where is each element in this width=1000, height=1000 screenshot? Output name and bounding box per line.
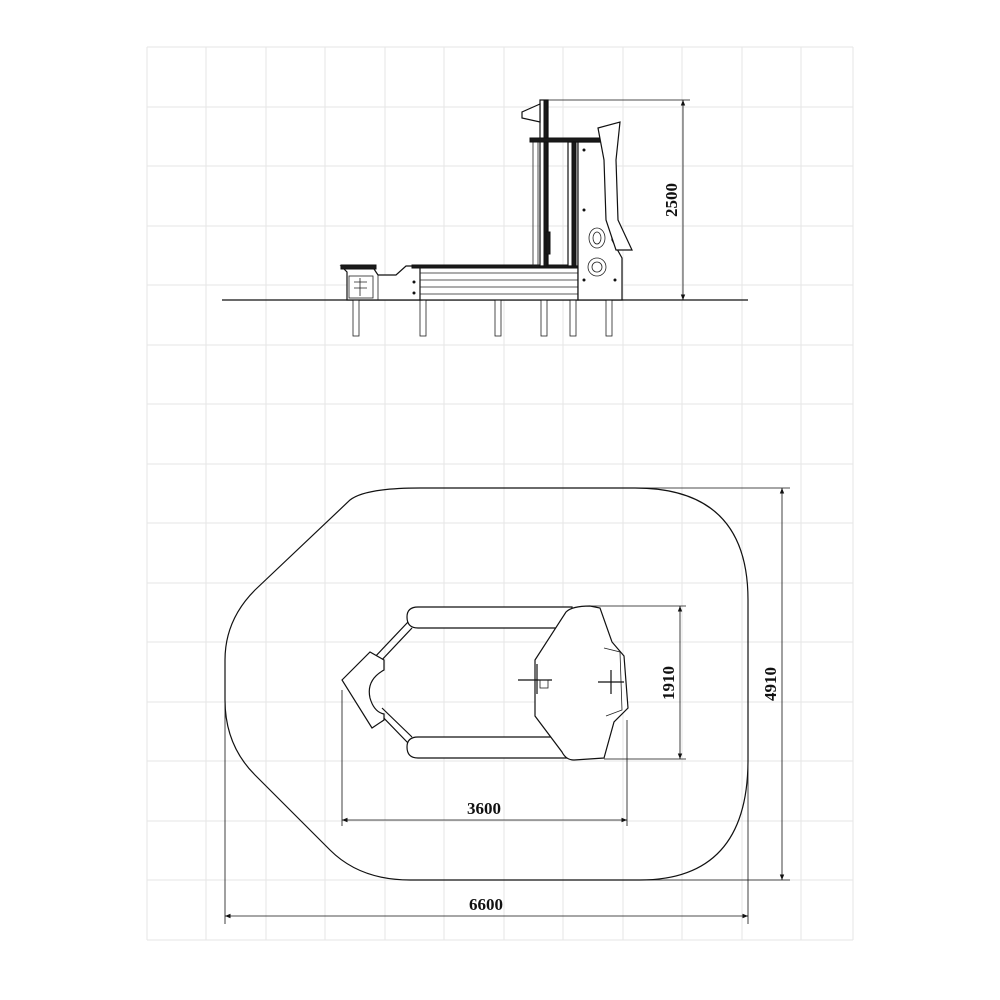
side-elevation: 2500 bbox=[222, 99, 748, 337]
cabin-tower bbox=[529, 121, 633, 301]
outer-width-label: 6600 bbox=[469, 895, 503, 914]
outer-depth-label: 4910 bbox=[761, 667, 780, 701]
rear-seat bbox=[339, 264, 423, 301]
plan-view: 1910 4910 3600 6600 bbox=[224, 487, 790, 924]
outer-width-dimension: 6600 bbox=[224, 700, 749, 924]
safety-zone-outline bbox=[224, 487, 749, 881]
inner-width-dimension: 3600 bbox=[341, 690, 628, 826]
height-dimension: 2500 bbox=[548, 99, 690, 301]
boat-plan bbox=[341, 605, 629, 761]
support-posts bbox=[352, 299, 613, 337]
mast bbox=[521, 99, 551, 267]
outer-depth-dimension: 4910 bbox=[640, 487, 790, 881]
inner-depth-dimension: 1910 bbox=[590, 605, 686, 760]
inner-width-label: 3600 bbox=[467, 799, 501, 818]
inner-depth-label: 1910 bbox=[659, 666, 678, 700]
hull-deck bbox=[411, 264, 581, 301]
height-dimension-label: 2500 bbox=[662, 183, 681, 217]
